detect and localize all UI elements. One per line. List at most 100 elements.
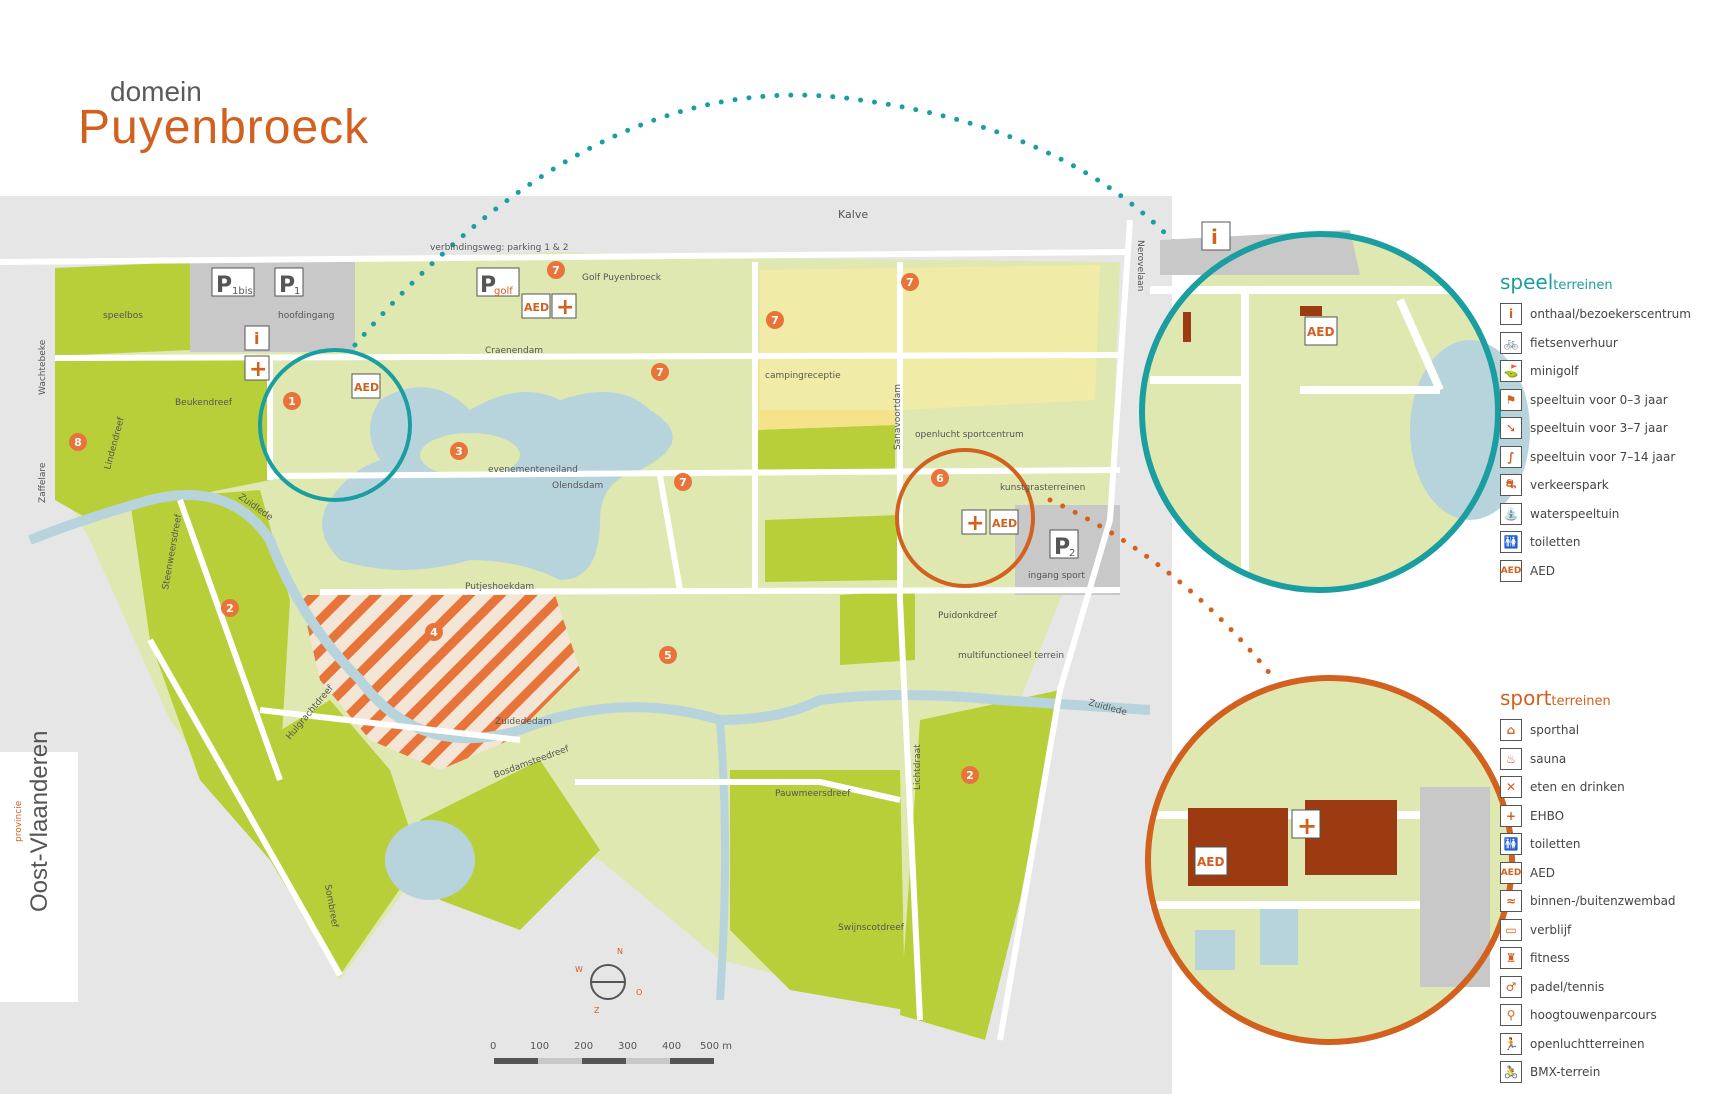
legend-label: padel/tennis bbox=[1530, 979, 1605, 994]
map-icons: i + AED AED + AED + i AED AED + bbox=[244, 221, 1338, 876]
parking-golf[interactable]: P golf bbox=[476, 267, 520, 298]
legend-label: verblijf bbox=[1530, 922, 1572, 937]
legend-item: ➘speeltuin voor 3–7 jaar bbox=[1500, 414, 1691, 443]
zone-marker-label: 7 bbox=[679, 476, 687, 489]
info-icon: i bbox=[254, 329, 259, 348]
legend-label: EHBO bbox=[1530, 808, 1565, 823]
svg-text:1: 1 bbox=[294, 286, 300, 297]
legend-label: binnen-/buitenzwembad bbox=[1530, 894, 1676, 909]
legend-item: ⛐verkeerspark bbox=[1500, 471, 1691, 500]
zone-marker-circle bbox=[425, 623, 443, 641]
legend-icon: 🚻 bbox=[1500, 833, 1522, 856]
svg-text:P: P bbox=[279, 273, 295, 298]
river-branch bbox=[716, 719, 729, 1001]
legend-icon: 🚴 bbox=[1500, 1061, 1522, 1084]
legend-label: waterspeeltuin bbox=[1530, 506, 1620, 521]
woods-pauwmeers bbox=[730, 770, 905, 1010]
legend-item: 🚲fietsenverhuur bbox=[1500, 329, 1691, 358]
legend-label: eten en drinken bbox=[1530, 780, 1625, 795]
legend-item: 🚴 BMX-terrein bbox=[1500, 1058, 1676, 1087]
zone-marker-circle bbox=[931, 469, 949, 487]
label-kunstgrasterreinen: kunstgrasterreinen bbox=[1000, 483, 1085, 493]
legend-item: 🚻toiletten bbox=[1500, 830, 1676, 859]
woods-west bbox=[55, 355, 270, 520]
legend-item: ♜fitness bbox=[1500, 944, 1676, 973]
zone-marker-circle bbox=[901, 273, 919, 291]
legend-speel-title: speelterreinen bbox=[1500, 270, 1613, 294]
label-zaffelare: Zaffelare bbox=[38, 462, 48, 503]
legend-icon: ♂ bbox=[1500, 975, 1522, 998]
zone-marker-label: 7 bbox=[552, 264, 560, 277]
compass-o: O bbox=[636, 988, 642, 997]
zone-2-west bbox=[130, 490, 290, 780]
aed-icon-golf: AED bbox=[524, 301, 549, 314]
legend-item: ♨sauna bbox=[1500, 745, 1676, 774]
parking-p1[interactable]: P 1 bbox=[274, 267, 304, 298]
legend-item: ⛲waterspeeltuin bbox=[1500, 500, 1691, 529]
evenementeneiland bbox=[420, 433, 520, 477]
legend-icon: ➘ bbox=[1500, 417, 1522, 440]
legend-label: AED bbox=[1530, 563, 1556, 578]
label-zuidededam: Zuidededam bbox=[495, 717, 552, 727]
legend-item: ⌂ sporthal bbox=[1500, 716, 1676, 745]
aed-icon-sport: AED bbox=[992, 517, 1017, 530]
svg-text:P: P bbox=[216, 273, 232, 298]
zone-marker-label: 4 bbox=[430, 626, 438, 639]
label-beukendreef: Beukendreef bbox=[175, 398, 233, 408]
woods-southwest bbox=[200, 700, 420, 975]
scale-tick-0: 0 bbox=[490, 1041, 497, 1052]
label-hoofdingang: hoofdingang bbox=[278, 311, 334, 321]
field-sport bbox=[765, 515, 900, 582]
legend-icon: + bbox=[1500, 804, 1522, 827]
legend-icon: AED bbox=[1500, 559, 1522, 582]
legend-icon: ∫ bbox=[1500, 445, 1522, 468]
parking-p2[interactable]: P 2 bbox=[1049, 529, 1079, 560]
roads bbox=[0, 219, 1133, 1041]
legend-label: fietsenverhuur bbox=[1530, 335, 1618, 350]
zone-marker-label: 7 bbox=[771, 314, 779, 327]
legend-label: sporthal bbox=[1530, 723, 1580, 738]
province-logo: provincie Oost-Vlaanderen bbox=[0, 731, 78, 1002]
legend-item: ≈binnen-/buitenzwembad bbox=[1500, 887, 1676, 916]
compass: N O Z W bbox=[575, 947, 642, 1015]
legend-item: ⛳minigolf bbox=[1500, 357, 1691, 386]
legend-item: AED AED bbox=[1500, 557, 1691, 586]
svg-text:golf: golf bbox=[494, 286, 513, 297]
legend-icon: ♜ bbox=[1500, 947, 1522, 970]
legend-item: 🚻toiletten bbox=[1500, 528, 1691, 557]
scale-tick-100: 100 bbox=[530, 1041, 550, 1052]
legend-icon: ⌂ bbox=[1500, 719, 1522, 742]
label-multifunctioneel: multifunctioneel terrein bbox=[958, 651, 1064, 661]
legend-icon: ⚲ bbox=[1500, 1004, 1522, 1027]
legend-item: 🏃openluchtterreinen bbox=[1500, 1030, 1676, 1059]
parking-p1bis[interactable]: P 1bis bbox=[211, 267, 255, 298]
speelbos-area bbox=[55, 262, 190, 356]
legend-icon: ▭ bbox=[1500, 918, 1522, 941]
info-icon-zoom: i bbox=[1211, 225, 1218, 249]
callout-dots-sport bbox=[1047, 497, 1278, 683]
legend-icon: ⛐ bbox=[1500, 474, 1522, 497]
label-nerovelaan: Nerovelaan bbox=[1135, 240, 1145, 291]
pond-south bbox=[385, 820, 475, 900]
legend-label: BMX-terrein bbox=[1530, 1065, 1601, 1080]
first-aid-icon-golf: + bbox=[556, 295, 574, 320]
legend-icon: ⛳ bbox=[1500, 360, 1522, 383]
label-lichtdraat: Lichtdraat bbox=[913, 744, 923, 790]
field-east bbox=[840, 590, 915, 665]
first-aid-icon-zoom: + bbox=[1297, 812, 1317, 840]
zone-marker-circle bbox=[221, 599, 239, 617]
zoom-speel bbox=[1139, 230, 1530, 593]
legend-label: onthaal/bezoekerscentrum bbox=[1530, 307, 1691, 322]
label-puidonkdreef: Puidonkdreef bbox=[938, 611, 998, 621]
logo-name: Oost-Vlaanderen bbox=[26, 730, 53, 912]
legend-icon: 🏃 bbox=[1500, 1032, 1522, 1055]
label-evenementeneiland: evenementeneiland bbox=[488, 465, 578, 475]
woods-south bbox=[420, 760, 600, 930]
zone-marker-label: 5 bbox=[664, 649, 672, 662]
zone-marker-circle bbox=[283, 392, 301, 410]
label-pauwmeersdreef: Pauwmeersdreef bbox=[775, 789, 851, 799]
label-speelbos: speelbos bbox=[103, 311, 143, 321]
